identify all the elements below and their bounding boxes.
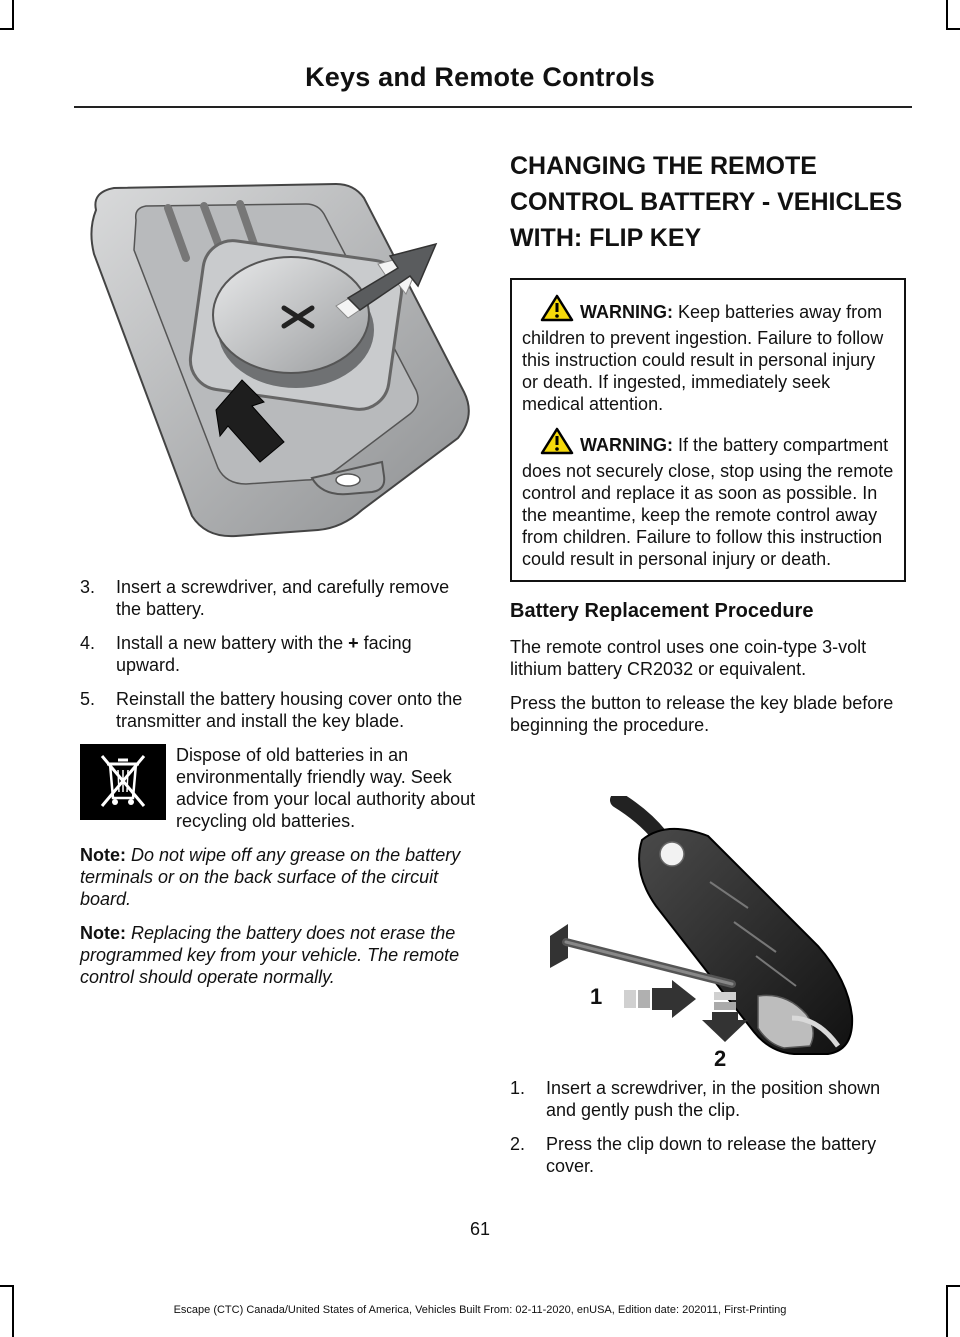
crop-mark bbox=[0, 1285, 14, 1287]
warning-triangle-icon bbox=[540, 294, 574, 327]
step-text: Reinstall the battery housing cover onto… bbox=[116, 689, 463, 731]
note-text: Replacing the battery does not erase the… bbox=[80, 923, 460, 987]
crop-mark bbox=[946, 0, 948, 28]
flip-key-screwdriver-illustration: 1 2 bbox=[550, 796, 854, 1066]
right-column-steps: 1. Insert a screwdriver, in the position… bbox=[510, 1077, 906, 1189]
left-steps-list: 3. Insert a screwdriver, and carefully r… bbox=[80, 576, 476, 732]
note-label: Note: bbox=[80, 923, 126, 943]
header-divider bbox=[74, 106, 912, 108]
warning-label: WARNING: bbox=[580, 435, 673, 455]
list-item: 3. Insert a screwdriver, and carefully r… bbox=[80, 576, 476, 620]
right-steps-list: 1. Insert a screwdriver, in the position… bbox=[510, 1077, 906, 1177]
left-column: 3. Insert a screwdriver, and carefully r… bbox=[80, 576, 476, 1000]
warning-compartment: WARNING: If the battery compartment does… bbox=[522, 427, 894, 570]
right-column: CHANGING THE REMOTE CONTROL BATTERY - VE… bbox=[510, 148, 906, 748]
step-text: Press the clip down to release the batte… bbox=[546, 1134, 877, 1176]
footer-edition-text: Escape (CTC) Canada/United States of Ame… bbox=[173, 1304, 787, 1316]
warning-box: WARNING: Keep batteries away from childr… bbox=[510, 278, 906, 582]
crop-mark bbox=[946, 1285, 960, 1287]
step-text: facing upward. bbox=[116, 633, 412, 675]
list-item: 1. Insert a screwdriver, in the position… bbox=[510, 1077, 906, 1121]
step-number: 2. bbox=[510, 1134, 526, 1154]
step-text: Insert a screwdriver, in the position sh… bbox=[546, 1078, 881, 1120]
subsection-title: Battery Replacement Procedure bbox=[510, 600, 814, 622]
step-text: Install a new battery with the bbox=[116, 633, 349, 653]
note-label: Note: bbox=[80, 845, 126, 865]
crop-mark bbox=[12, 1285, 14, 1337]
plus-symbol: + bbox=[348, 633, 359, 653]
page-number: 61 bbox=[469, 1219, 491, 1239]
warning-ingestion: WARNING: Keep batteries away from childr… bbox=[522, 294, 894, 415]
warning-text: Keep batteries away from children to pre… bbox=[522, 302, 884, 414]
list-item: 4. Install a new battery with the + faci… bbox=[80, 632, 476, 676]
step-number: 3. bbox=[80, 577, 96, 597]
step-text: Insert a screwdriver, and carefully remo… bbox=[116, 577, 450, 619]
warning-label: WARNING: bbox=[580, 302, 673, 322]
note-grease: Note: Do not wipe off any grease on the … bbox=[80, 844, 476, 910]
disposal-notice: Dispose of old batteries in an environme… bbox=[80, 744, 476, 832]
step-number: 5. bbox=[80, 689, 96, 709]
crop-mark bbox=[12, 0, 14, 28]
step-number: 1. bbox=[510, 1078, 526, 1098]
page-header-title: Keys and Remote Controls bbox=[305, 62, 655, 92]
step-number: 4. bbox=[80, 633, 96, 653]
crop-mark bbox=[946, 1285, 948, 1337]
warning-triangle-icon bbox=[540, 427, 574, 460]
list-item: 2. Press the clip down to release the ba… bbox=[510, 1133, 906, 1177]
note-programmed-key: Note: Replacing the battery does not era… bbox=[80, 922, 476, 988]
disposal-text: Dispose of old batteries in an environme… bbox=[176, 745, 476, 831]
crop-mark bbox=[946, 28, 960, 30]
warning-text: If the battery compartment does not secu… bbox=[522, 435, 894, 569]
section-title: CHANGING THE REMOTE CONTROL BATTERY - VE… bbox=[510, 152, 903, 252]
figure-callout-2: 2 bbox=[714, 1046, 726, 1066]
release-blade-paragraph: Press the button to release the key blad… bbox=[510, 693, 894, 735]
list-item: 5. Reinstall the battery housing cover o… bbox=[80, 688, 476, 732]
crop-mark bbox=[0, 28, 14, 30]
figure-callout-1: 1 bbox=[590, 984, 602, 1009]
note-text: Do not wipe off any grease on the batter… bbox=[80, 845, 461, 909]
battery-type-paragraph: The remote control uses one coin-type 3-… bbox=[510, 637, 867, 679]
crossed-out-bin-icon bbox=[80, 744, 166, 820]
smart-key-battery-illustration bbox=[90, 182, 470, 538]
